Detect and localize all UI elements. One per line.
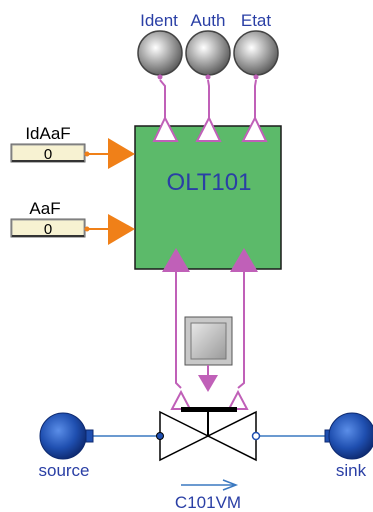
valve-ports [170,389,249,410]
valve-control-button[interactable] [184,316,233,366]
output-indicator-auth[interactable] [185,30,231,76]
source-node[interactable] [39,412,94,460]
output-label-etat: Etat [241,11,272,30]
output-indicator-etat[interactable] [233,30,279,76]
valve-inlet-port [156,432,164,440]
input-wire-dot-aaf [84,226,90,232]
output-port-etat [241,115,268,142]
input-value-aaf: 0 [44,221,52,238]
output-port-auth [195,115,222,142]
input-field-aaf[interactable]: 0 [10,218,86,238]
block-olt101[interactable] [134,125,282,270]
valve-label: C101VM [175,493,241,512]
block-port-bottom-right [230,248,258,272]
input-port-idaaf [108,138,135,169]
source-label: source [38,461,89,480]
block-label: OLT101 [167,169,252,196]
valve-outlet-port [251,431,261,441]
output-label-ident: Ident [140,11,178,30]
output-indicator-ident[interactable] [137,30,183,76]
input-label-aaf: AaF [29,199,60,218]
input-label-idaaf: IdAaF [25,124,70,143]
output-wires [159,79,257,125]
valve-actuator-bar [181,407,237,412]
input-value-idaaf: 0 [44,146,52,163]
input-wire-dot-idaaf [84,151,90,157]
output-wire-dots [157,74,259,80]
output-label-auth: Auth [191,11,226,30]
output-port-ident [152,115,179,142]
sink-node[interactable] [324,412,373,460]
input-field-idaaf[interactable]: 0 [10,143,86,163]
output-ports [152,115,268,142]
input-port-aaf [108,214,135,245]
valve-c101vm[interactable] [159,410,257,462]
block-port-bottom-left [162,248,190,272]
flow-direction-arrow-icon [181,479,239,491]
valve-command-port [198,375,218,392]
valve-signal-wires [175,272,245,389]
sink-label: sink [336,461,367,480]
